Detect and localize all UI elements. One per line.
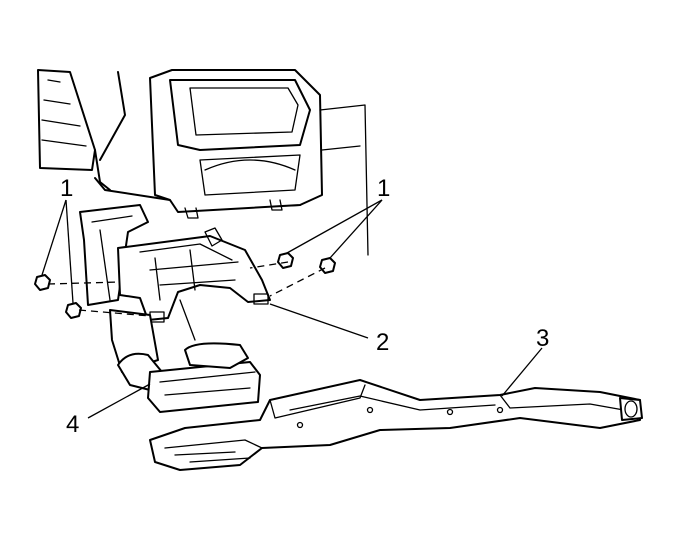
duct-connector-part-4 (109, 299, 261, 413)
callout-1-left: 1 (60, 175, 73, 202)
callout-4: 4 (66, 411, 79, 438)
nut-left-upper (34, 274, 51, 291)
callout-1-right: 1 (377, 175, 390, 202)
leader-lines (41, 199, 543, 419)
floor-duct-part-3 (149, 379, 643, 471)
nut-right-right (319, 257, 336, 274)
callout-labels: 1 1 2 3 4 (60, 175, 549, 438)
fastener-nuts-part-1 (34, 252, 336, 319)
installation-dash-lines (47, 261, 326, 317)
callout-3: 3 (536, 325, 549, 352)
nut-right-left (277, 252, 294, 269)
duct-bracket-part-2 (79, 204, 271, 323)
callout-2: 2 (376, 329, 389, 356)
nut-left-lower (65, 302, 82, 319)
vehicle-body-structure (37, 69, 369, 256)
